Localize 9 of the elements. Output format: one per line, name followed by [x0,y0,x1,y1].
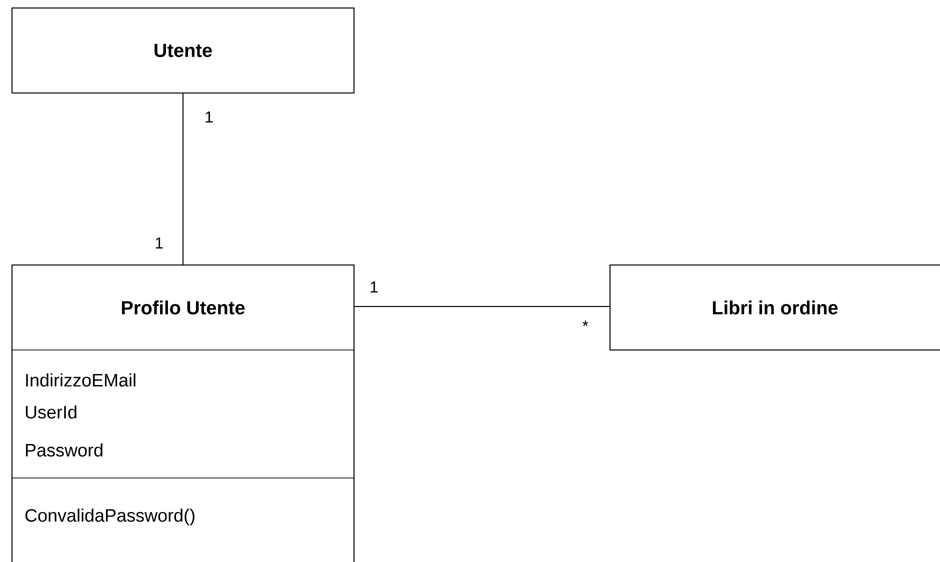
multiplicity-label: 1 [206,111,213,122]
multiplicity-label: 1 [370,281,378,292]
multiplicity-label: * [582,320,588,326]
multiplicity-label: 1 [156,237,163,248]
class-box: Libri in ordine [610,264,940,350]
association-line [354,306,610,307]
association-line [182,93,184,265]
class-box: Utente [12,8,354,94]
class-box: Profilo Utente IndirizzoEMail UserId Password ConvalidaPassword() [12,264,354,562]
